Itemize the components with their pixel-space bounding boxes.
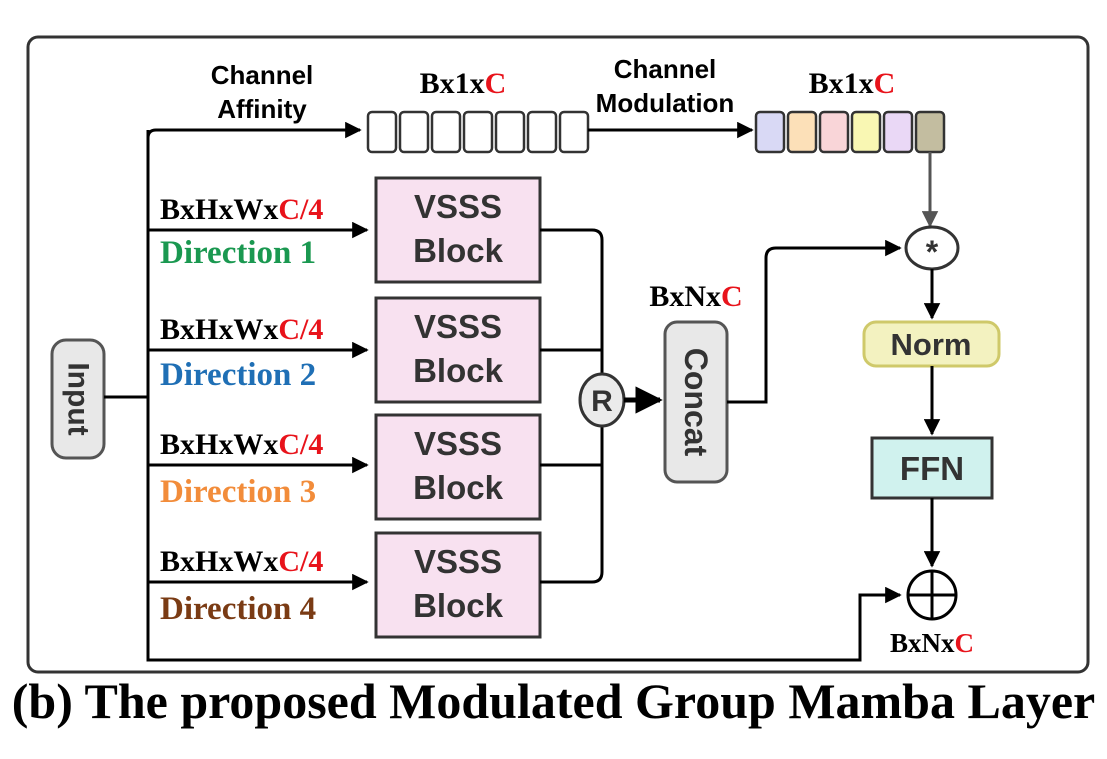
svg-text:VSSS: VSSS xyxy=(414,188,502,225)
input-label: Input xyxy=(62,362,95,435)
vsss-block-1: VSSS Block xyxy=(374,176,542,284)
modulation-vector xyxy=(754,110,946,154)
input-bus xyxy=(104,121,902,662)
svg-text:R: R xyxy=(591,385,613,418)
svg-text:Concat: Concat xyxy=(678,348,714,457)
figure-caption: (b) The proposed Modulated Group Mamba L… xyxy=(11,673,1096,729)
branch-3-direction: Direction 3 xyxy=(160,474,316,510)
channel-affinity-label-2: Affinity xyxy=(217,94,307,124)
channel-modulation-label-2: Modulation xyxy=(596,88,735,118)
merge-lines xyxy=(540,228,604,584)
branch-1-labels: BxHxWxC/4 Direction 1 xyxy=(160,193,323,271)
vsss-block-2: VSSS Block xyxy=(374,296,542,404)
svg-text:Block: Block xyxy=(413,587,504,624)
branch-1-direction: Direction 1 xyxy=(160,235,316,271)
svg-text:*: * xyxy=(926,234,939,270)
concat-shape-label: BxNxC xyxy=(649,280,742,313)
concat-to-multiply xyxy=(727,239,902,404)
vsss-block-3: VSSS Block xyxy=(374,413,542,521)
svg-text:VSSS: VSSS xyxy=(414,308,502,345)
svg-text:FFN: FFN xyxy=(900,450,964,487)
layer-frame xyxy=(26,35,1090,674)
branch-4-labels: BxHxWxC/4 Direction 4 xyxy=(160,545,323,627)
modulation-shape-label: Bx1xC xyxy=(809,67,896,100)
svg-text:Block: Block xyxy=(413,352,504,389)
norm-block: Norm xyxy=(862,320,1001,368)
affinity-shape-label: Bx1xC xyxy=(420,67,507,100)
concat-node: Concat xyxy=(663,320,729,484)
add-node xyxy=(906,569,958,621)
ffn-block: FFN xyxy=(870,436,994,500)
vsss-block-4: VSSS Block xyxy=(374,531,542,639)
channel-affinity-label-1: Channel xyxy=(211,60,314,90)
svg-text:Norm: Norm xyxy=(891,327,972,362)
affinity-vector xyxy=(366,110,590,154)
channel-modulation-label-1: Channel xyxy=(614,54,717,84)
branch-2-direction: Direction 2 xyxy=(160,357,316,393)
svg-text:Block: Block xyxy=(413,469,504,506)
branch-3-shape: BxHxWxC/4 xyxy=(160,428,323,461)
branch-2-shape: BxHxWxC/4 xyxy=(160,313,323,346)
svg-text:VSSS: VSSS xyxy=(414,425,502,462)
branch-1-shape: BxHxWxC/4 xyxy=(160,193,323,226)
branch-2-labels: BxHxWxC/4 Direction 2 xyxy=(160,313,323,393)
svg-text:Block: Block xyxy=(413,232,504,269)
reorder-node: R xyxy=(578,372,626,428)
multiply-node: * xyxy=(904,225,960,271)
svg-text:VSSS: VSSS xyxy=(414,543,502,580)
branch-4-direction: Direction 4 xyxy=(160,591,316,627)
output-shape-label: BxNxC xyxy=(890,628,974,658)
branch-3-labels: BxHxWxC/4 Direction 3 xyxy=(160,428,323,510)
branch-4-shape: BxHxWxC/4 xyxy=(160,545,323,578)
input-node: Input xyxy=(50,338,106,460)
